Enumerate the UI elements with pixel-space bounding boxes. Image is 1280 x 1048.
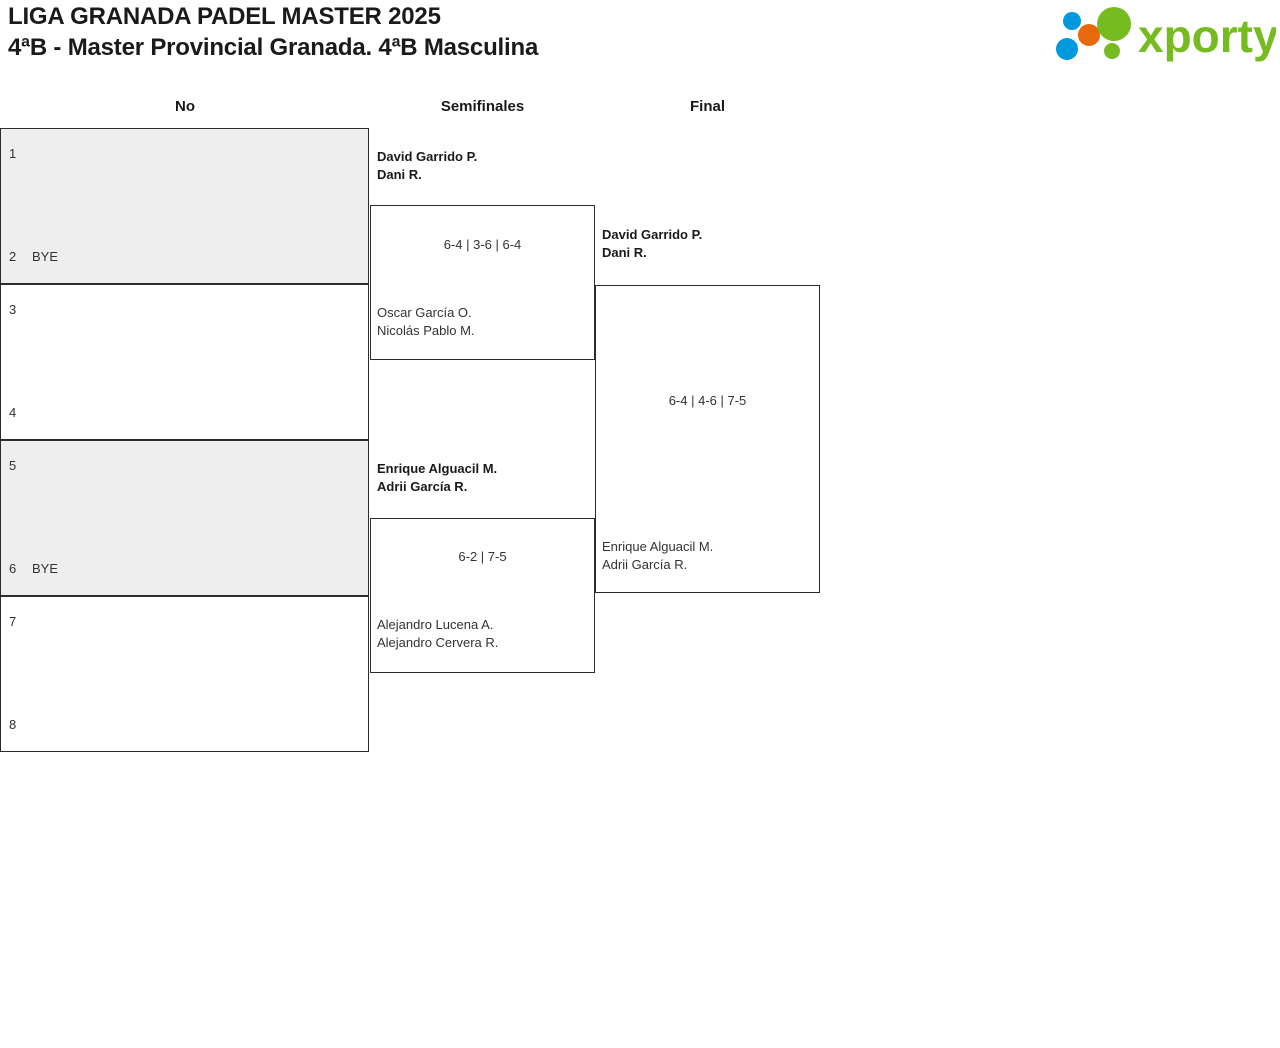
logo-wordmark: xporty: [1138, 10, 1276, 62]
player-name: Enrique Alguacil M.: [602, 539, 714, 554]
seed-name: BYE: [32, 561, 59, 576]
seed-number: 3: [9, 302, 17, 317]
semifinal-1-score: 6-4 | 3-6 | 6-4: [443, 237, 522, 252]
tournament-category: 4ªB - Master Provincial Granada. 4ªB Mas…: [8, 34, 539, 61]
semifinal-1-top-team[interactable]: David Garrido P. Dani R.: [377, 148, 477, 184]
seed-block-5-6[interactable]: 5 6 BYE: [0, 440, 369, 596]
page-title: LIGA GRANADA PADEL MASTER 2025 4ªB - Mas…: [8, 2, 988, 63]
seed-slot-7: 7: [9, 614, 32, 630]
column-header-semifinales: Semifinales: [440, 98, 525, 115]
semifinal-2-top-team[interactable]: Enrique Alguacil M. Adrii García R.: [377, 460, 497, 496]
final-top-team[interactable]: David Garrido P. Dani R.: [602, 226, 702, 262]
player-name: Enrique Alguacil M.: [377, 461, 498, 476]
column-header-final: Final: [689, 98, 725, 115]
final-score: 6-4 | 4-6 | 7-5: [668, 393, 747, 408]
player-name: Nicolás Pablo M.: [377, 323, 475, 338]
final-match-box[interactable]: [595, 285, 820, 593]
seed-name: BYE: [32, 249, 59, 264]
player-name: Adrii García R.: [377, 479, 468, 494]
player-name: Alejandro Cervera R.: [377, 635, 499, 650]
player-name: Adrii García R.: [602, 557, 688, 572]
semifinal-1-bottom-team[interactable]: Oscar García O. Nicolás Pablo M.: [377, 304, 475, 340]
seed-block-7-8[interactable]: 7 8: [0, 596, 369, 752]
seed-block-1-2[interactable]: 1 2 BYE: [0, 128, 369, 284]
seed-slot-1: 1: [9, 146, 32, 162]
seed-slot-4: 4: [9, 405, 32, 421]
seed-slot-6: 6 BYE: [9, 561, 58, 577]
player-name: Oscar García O.: [377, 305, 472, 320]
seed-number: 6: [9, 561, 17, 576]
player-name: Dani R.: [377, 167, 422, 182]
seed-number: 1: [9, 146, 17, 161]
seed-slot-8: 8: [9, 717, 32, 733]
seed-block-3-4[interactable]: 3 4: [0, 284, 369, 440]
seed-number: 5: [9, 458, 17, 473]
seed-number: 7: [9, 614, 17, 629]
player-name: David Garrido P.: [377, 149, 478, 164]
final-bottom-team[interactable]: Enrique Alguacil M. Adrii García R.: [602, 538, 713, 574]
logo-dots-icon: [1056, 7, 1131, 60]
player-name: Dani R.: [602, 245, 647, 260]
column-header-no: No: [175, 98, 195, 115]
semifinal-1-match-box[interactable]: [370, 205, 595, 360]
xporty-logo[interactable]: xporty: [1044, 4, 1276, 66]
semifinal-2-bottom-team[interactable]: Alejandro Lucena A. Alejandro Cervera R.: [377, 616, 498, 652]
semifinal-2-score: 6-2 | 7-5: [458, 549, 507, 564]
player-name: David Garrido P.: [602, 227, 703, 242]
semifinal-2-match-box[interactable]: [370, 518, 595, 673]
seed-slot-3: 3: [9, 302, 32, 318]
seed-slot-5: 5: [9, 458, 32, 474]
tournament-name: LIGA GRANADA PADEL MASTER 2025: [8, 3, 441, 30]
seed-number: 4: [9, 405, 17, 420]
player-name: Alejandro Lucena A.: [377, 617, 494, 632]
seed-number: 2: [9, 249, 17, 264]
seed-slot-2: 2 BYE: [9, 249, 58, 265]
seed-number: 8: [9, 717, 17, 732]
